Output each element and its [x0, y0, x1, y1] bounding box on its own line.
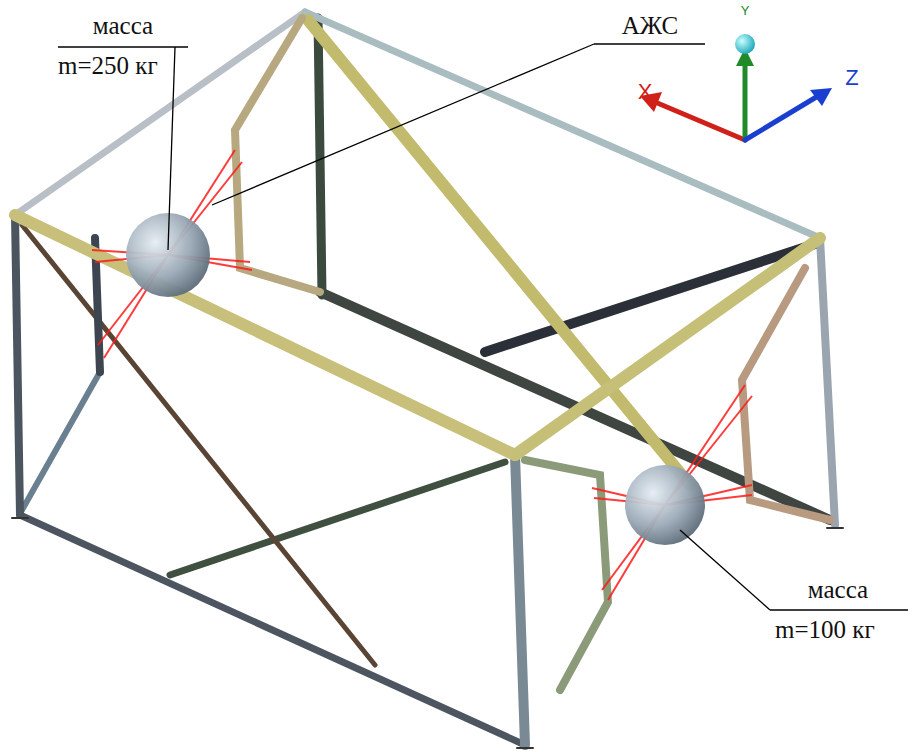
axis-label: X: [638, 80, 653, 104]
mass-label: масса: [93, 12, 153, 40]
link-label: АЖС: [622, 12, 679, 40]
axis-label: Y: [741, 4, 750, 18]
mass-value: m=100 кг: [775, 616, 875, 644]
mass-label: масса: [808, 576, 868, 604]
axis-label: Z: [845, 66, 858, 90]
mass-value: m=250 кг: [58, 52, 158, 80]
